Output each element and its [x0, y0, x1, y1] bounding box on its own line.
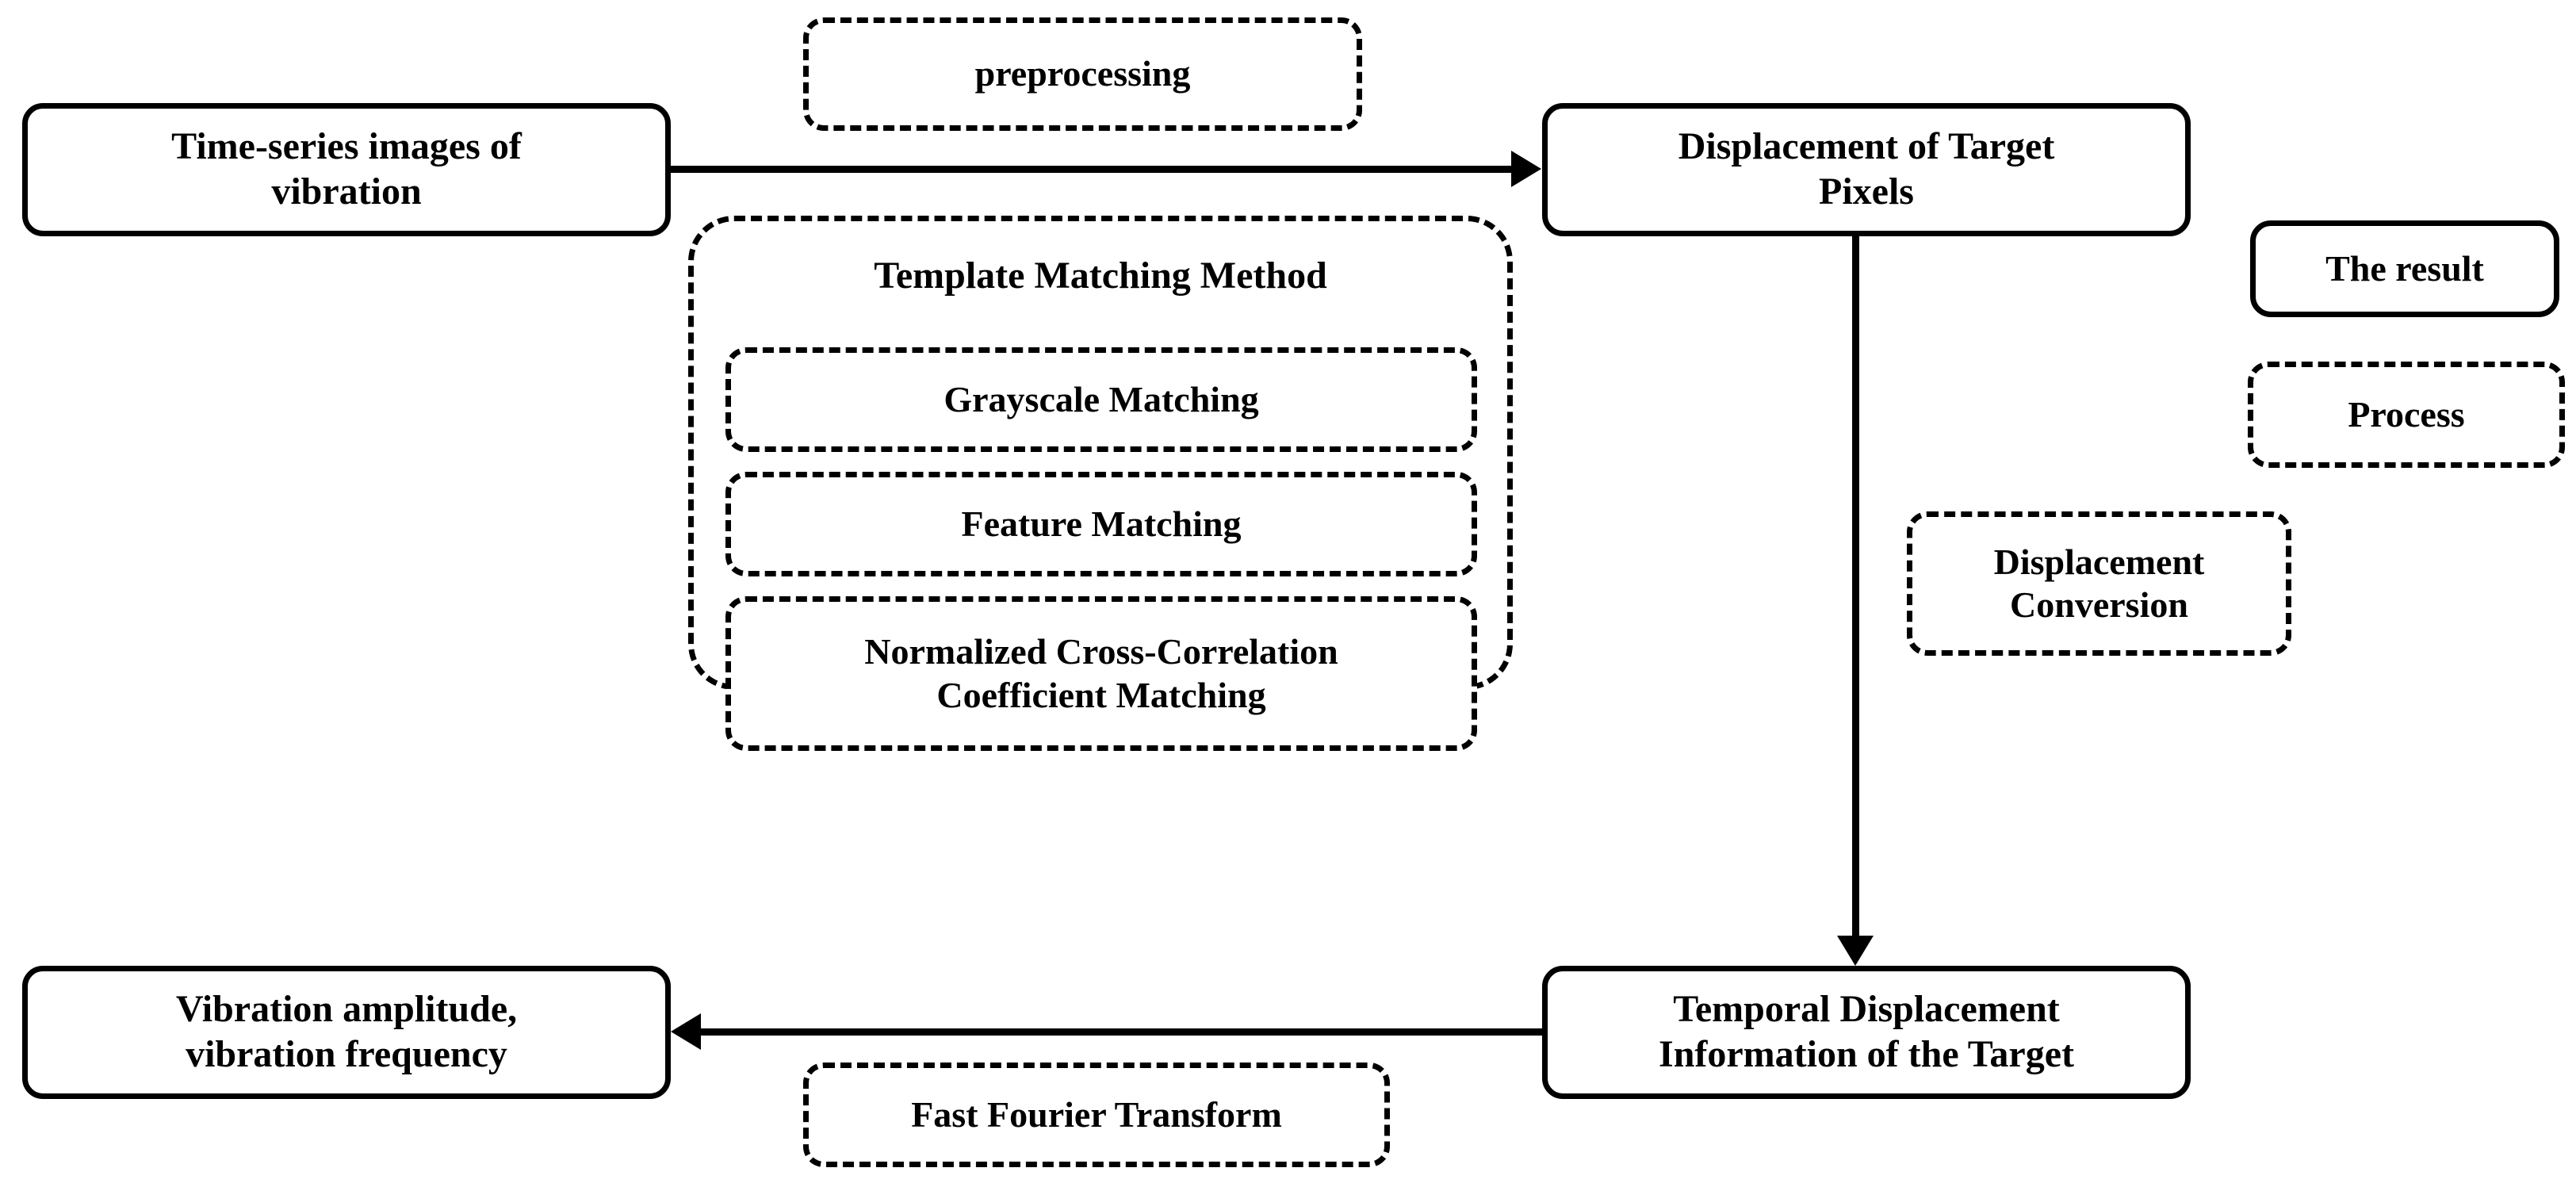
node-displacement-conversion[interactable]: Displacement Conversion — [1907, 511, 2291, 656]
connector-line-horizontal-top — [671, 166, 1513, 173]
node-normalized-cross-correlation-matching-label: Normalized Cross-Correlation Coefficient… — [864, 631, 1338, 715]
node-vibration-amplitude-frequency[interactable]: Vibration amplitude, vibration frequency — [22, 966, 671, 1099]
legend-item-process-label: Process — [2348, 393, 2465, 435]
arrowhead-right-top — [1511, 151, 1541, 187]
node-feature-matching-label: Feature Matching — [961, 503, 1242, 544]
node-time-series-images-label: Time-series images of vibration — [171, 125, 522, 213]
group-template-matching-method-title: Template Matching Method — [874, 255, 1327, 297]
node-displacement-of-target-pixels-label: Displacement of Target Pixels — [1678, 125, 2055, 213]
arrowhead-left-bottom — [671, 1013, 701, 1050]
connector-line-vertical-right — [1852, 236, 1859, 938]
legend-item-the-result: The result — [2250, 220, 2559, 317]
node-temporal-displacement-information-label: Temporal Displacement Information of the… — [1659, 988, 2074, 1075]
node-grayscale-matching-label: Grayscale Matching — [944, 378, 1259, 419]
node-temporal-displacement-information[interactable]: Temporal Displacement Information of the… — [1542, 966, 2191, 1099]
node-displacement-of-target-pixels[interactable]: Displacement of Target Pixels — [1542, 103, 2191, 236]
node-normalized-cross-correlation-matching[interactable]: Normalized Cross-Correlation Coefficient… — [725, 596, 1477, 751]
node-displacement-conversion-label: Displacement Conversion — [1993, 541, 2205, 625]
legend-item-the-result-label: The result — [2325, 247, 2484, 289]
node-fast-fourier-transform[interactable]: Fast Fourier Transform — [803, 1063, 1390, 1167]
connector-line-horizontal-bottom — [701, 1028, 1544, 1036]
node-vibration-amplitude-frequency-label: Vibration amplitude, vibration frequency — [175, 988, 518, 1075]
node-grayscale-matching[interactable]: Grayscale Matching — [725, 347, 1477, 452]
node-preprocessing[interactable]: preprocessing — [803, 17, 1362, 131]
node-feature-matching[interactable]: Feature Matching — [725, 472, 1477, 576]
legend-item-process: Process — [2248, 362, 2565, 468]
arrowhead-down-right — [1837, 936, 1874, 966]
node-fast-fourier-transform-label: Fast Fourier Transform — [911, 1093, 1282, 1135]
node-preprocessing-label: preprocessing — [974, 53, 1191, 94]
node-time-series-images[interactable]: Time-series images of vibration — [22, 103, 671, 236]
